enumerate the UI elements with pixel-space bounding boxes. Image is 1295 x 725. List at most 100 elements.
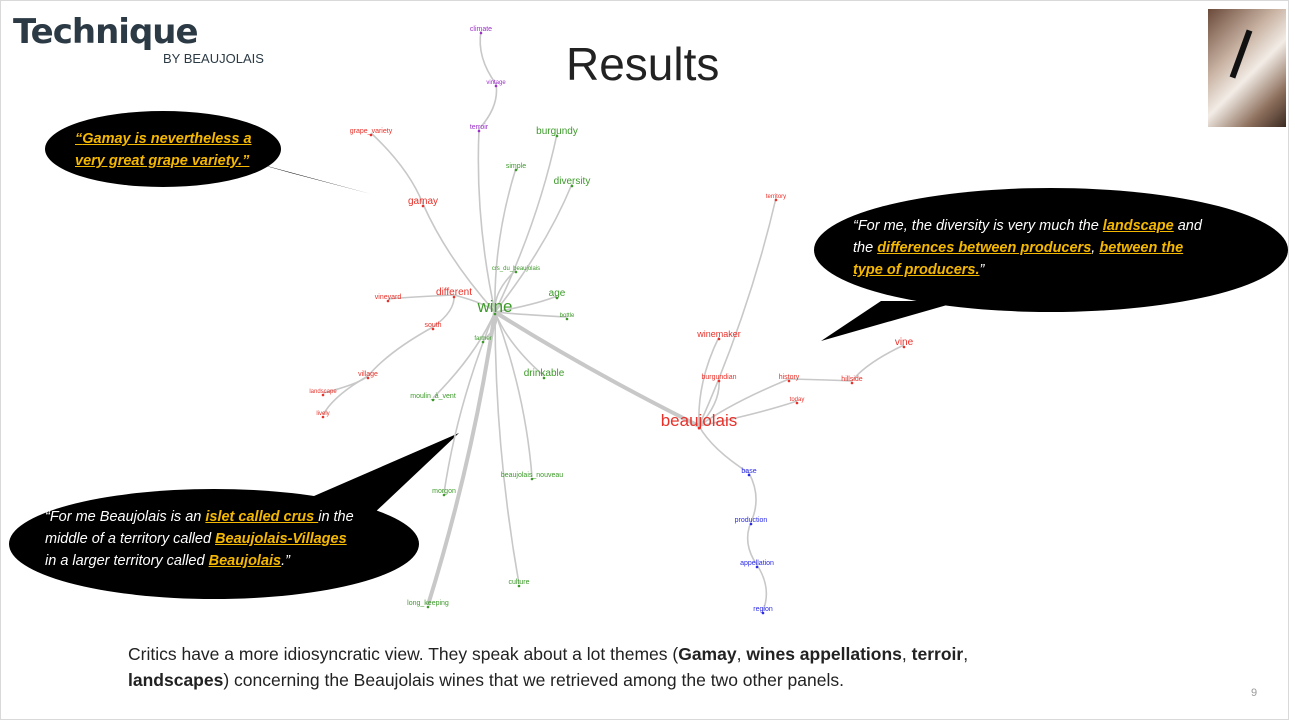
graph-edge (322, 375, 369, 416)
graph-node-dot (542, 376, 546, 380)
graph-node-dot (530, 477, 534, 481)
wine-tasting-photo (1208, 9, 1286, 127)
graph-nodes: climatevintageterroirgrape_varietygamayd… (309, 26, 914, 615)
graph-edge (453, 294, 496, 313)
graph-node-beaujolais: beaujolais (661, 411, 738, 430)
graph-node-dot (570, 184, 574, 188)
graph-node-dot (787, 379, 791, 383)
graph-node-dot (321, 393, 325, 397)
graph-node-different: different (436, 287, 472, 298)
graph-node-bottle: bottle (560, 313, 575, 319)
caption-p1: Critics have a more idiosyncratic view. … (128, 644, 679, 664)
caption-p2: , (736, 644, 747, 664)
graph-edge (698, 197, 777, 427)
diversity-l1-pre: “For me, the diversity is very much the (853, 218, 1103, 234)
graph-node-diversity: diversity (554, 176, 591, 187)
graph-node-dot (421, 204, 425, 208)
graph-node-hillside: hillside (841, 376, 863, 383)
crus-l1-pre: “For me Beaujolais is an (45, 509, 206, 525)
graph-node-vineyard: vineyard (375, 294, 402, 301)
graph-node-dot (431, 398, 435, 402)
bubble-gamay (45, 111, 371, 194)
diversity-l2-hl2: between the (1099, 240, 1184, 256)
graph-edge (478, 83, 498, 130)
graph-node-dot (774, 198, 778, 202)
diversity-l3-hl: type of producers. (853, 262, 980, 278)
graph-node-dot (514, 270, 518, 274)
gamay-quote-line1: Gamay is nevertheless a (82, 131, 252, 147)
graph-edge (443, 311, 496, 494)
graph-node-dot (494, 84, 498, 88)
graph-edge (370, 132, 424, 205)
graph-node-vintage: vintage (486, 80, 506, 86)
graph-edge (479, 30, 497, 85)
bubble-crus (9, 433, 459, 599)
graph-node-farmer: farmer (474, 336, 491, 342)
graph-node-wine: wine (477, 297, 513, 316)
graph-node-dot (761, 611, 765, 615)
graph-edge (756, 564, 768, 612)
diversity-l2-pre: the (853, 240, 878, 256)
graph-node-climate: climate (470, 26, 492, 33)
graph-node-dot (431, 327, 435, 331)
graph-node-landscape: landscape (309, 389, 337, 395)
graph-edge (748, 472, 757, 523)
graph-node-burgundy: burgundy (536, 126, 578, 137)
gamay-quote-open: “ (75, 131, 83, 147)
graph-node-long-keeping: long_keeping (407, 600, 449, 607)
gamay-quote-line2: very great grape variety.” (75, 153, 250, 169)
graph-edge (367, 326, 434, 377)
crus-l2-pre: middle of a territory called (45, 531, 216, 547)
caption-b4: landscapes (128, 670, 224, 690)
graph-node-crs-du-beaujolais: crs_du_beaujolais (492, 266, 540, 272)
bubble-diversity-text: “For me, the diversity is very much the … (853, 215, 1202, 281)
graph-node-today: today (790, 397, 805, 403)
graph-edge (494, 183, 573, 313)
diversity-l1-post: and (1173, 218, 1202, 234)
graph-edge (494, 311, 533, 478)
graph-edge (698, 378, 790, 427)
graph-node-vine: vine (895, 337, 914, 348)
graph-node-dot (514, 168, 518, 172)
graph-node-dot (555, 134, 559, 138)
graph-edge (387, 294, 455, 300)
graph-node-dot (749, 522, 753, 526)
graph-edge (493, 310, 700, 428)
bubble-gamay-tail (241, 159, 371, 194)
graph-node-south: south (424, 322, 441, 329)
diversity-l2-mid: , (1091, 240, 1100, 256)
diversity-l2-hl1: differences between producers (877, 240, 1092, 256)
slide-title: Results (566, 38, 720, 90)
graph-node-terroir: terroir (470, 124, 489, 131)
graph-node-dot (717, 337, 721, 341)
caption-p4: , (963, 644, 969, 664)
graph-node-territory: territory (766, 194, 786, 200)
graph-edge (426, 311, 497, 606)
graph-node-base: base (741, 468, 756, 475)
graph-node-production: production (735, 517, 768, 524)
bubble-gamay-shape (45, 111, 281, 187)
graph-edge (494, 311, 545, 377)
crus-l2-hl: Beaujolais-Villages (215, 531, 347, 547)
graph-node-region: region (753, 606, 773, 613)
graph-node-dot (479, 31, 483, 35)
bubble-diversity-shape (814, 188, 1288, 312)
graph-node-dot (902, 345, 906, 349)
graph-edge (494, 311, 520, 585)
graph-node-dot (369, 133, 373, 137)
graph-edge (698, 378, 720, 427)
graph-edge (494, 269, 517, 313)
diversity-l3-post: ” (979, 262, 985, 278)
technique-logo: Technique BY BEAUJOLAIS (13, 12, 264, 66)
crus-l3-post: .” (281, 553, 290, 569)
caption-b2: wines appellations (746, 644, 902, 664)
graph-edge (698, 336, 720, 427)
graph-edges (322, 30, 905, 612)
graph-node-dot (717, 379, 721, 383)
logo-wordmark: Technique (13, 12, 199, 52)
graph-edge (746, 521, 758, 566)
graph-node-simple: simple (506, 163, 526, 170)
caption-p3: , (901, 644, 912, 664)
graph-edge (422, 203, 496, 313)
